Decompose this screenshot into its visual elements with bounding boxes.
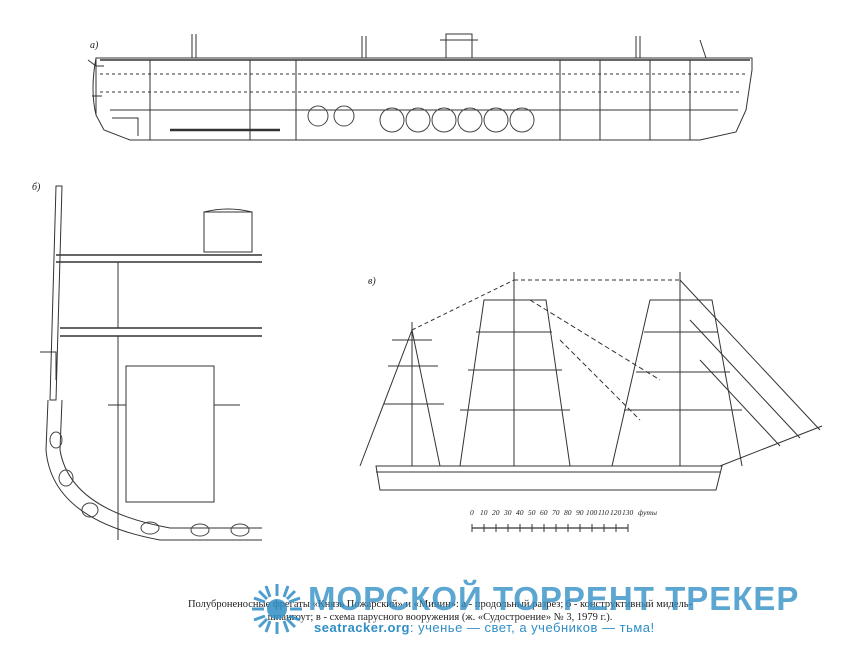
watermark-subtitle: seatracker.org: ученье — свет, а учебник… — [314, 620, 655, 635]
scale-tick: 100 — [586, 508, 598, 517]
scale-tick: 80 — [564, 508, 572, 517]
caption-line-2: шпангоут; в - схема парусного вооружения… — [267, 612, 613, 623]
scale-tick: 90 — [576, 508, 584, 517]
watermark-tagline: : ученье — свет, а учебников — тьма! — [409, 620, 655, 635]
watermark: МОРСКОЙ ТОРРЕНТ ТРЕКЕР seatracker.org: у… — [248, 578, 848, 642]
scale-tick: 10 — [480, 508, 488, 517]
scale-tick: 40 — [516, 508, 524, 517]
scale-tick: 120 — [610, 508, 622, 517]
sun-logo-icon — [252, 584, 302, 634]
scale-tick: 110 — [598, 508, 609, 517]
scale-tick: 60 — [540, 508, 548, 517]
panel-label-b: б) — [32, 182, 41, 193]
scale-tick: 50 — [528, 508, 536, 517]
panel-label-c: в) — [368, 276, 376, 287]
longitudinal-section — [87, 33, 753, 141]
scale-tick: 20 — [492, 508, 500, 517]
scale-unit: футы — [638, 508, 657, 517]
scale-tick: 70 — [552, 508, 560, 517]
scale-tick: 0 — [470, 508, 474, 517]
sail-plan — [359, 272, 823, 491]
scale-tick: 30 — [504, 508, 512, 517]
panel-label-a: а) — [90, 40, 99, 51]
figure-caption: Полуброненосные фрегаты «Князь Пожарский… — [120, 598, 760, 624]
midship-frame — [40, 185, 262, 541]
watermark-title: МОРСКОЙ ТОРРЕНТ ТРЕКЕР — [308, 580, 800, 617]
scale-bar — [471, 524, 629, 532]
caption-line-1: Полуброненосные фрегаты «Князь Пожарский… — [187, 599, 693, 610]
scale-tick: 130 — [622, 508, 634, 517]
watermark-site-link[interactable]: seatracker.org — [314, 620, 410, 635]
